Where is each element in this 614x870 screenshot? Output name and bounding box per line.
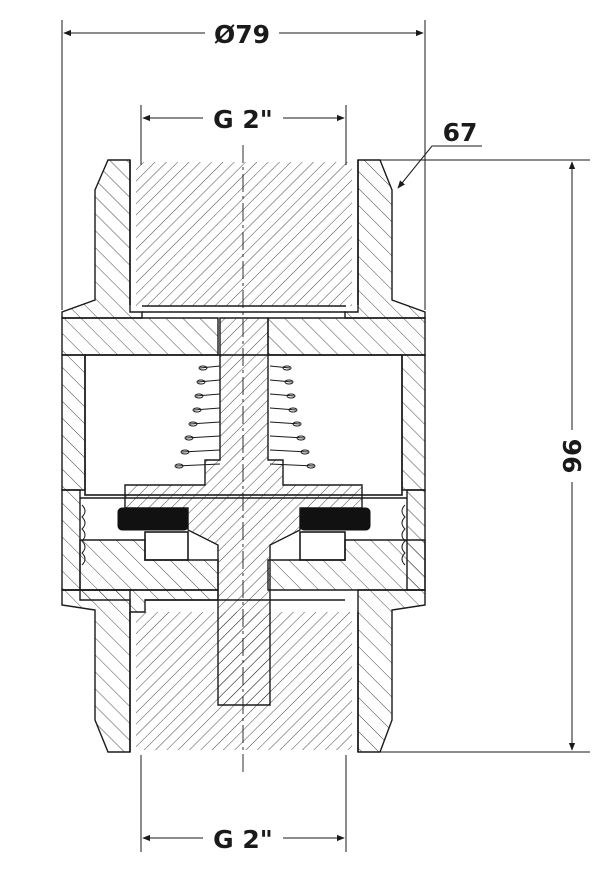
height-label: 96	[558, 439, 587, 474]
upper-body-section	[61, 159, 426, 356]
bottom-thread-label: G 2"	[213, 825, 273, 854]
upper-thread	[129, 160, 359, 313]
hex-size-label: 67	[443, 118, 478, 147]
extension-lines	[61, 20, 590, 852]
seals	[117, 507, 371, 531]
top-thread-label: G 2"	[213, 105, 273, 134]
spring	[174, 365, 316, 469]
outer-diameter-label: Ø79	[214, 20, 270, 49]
